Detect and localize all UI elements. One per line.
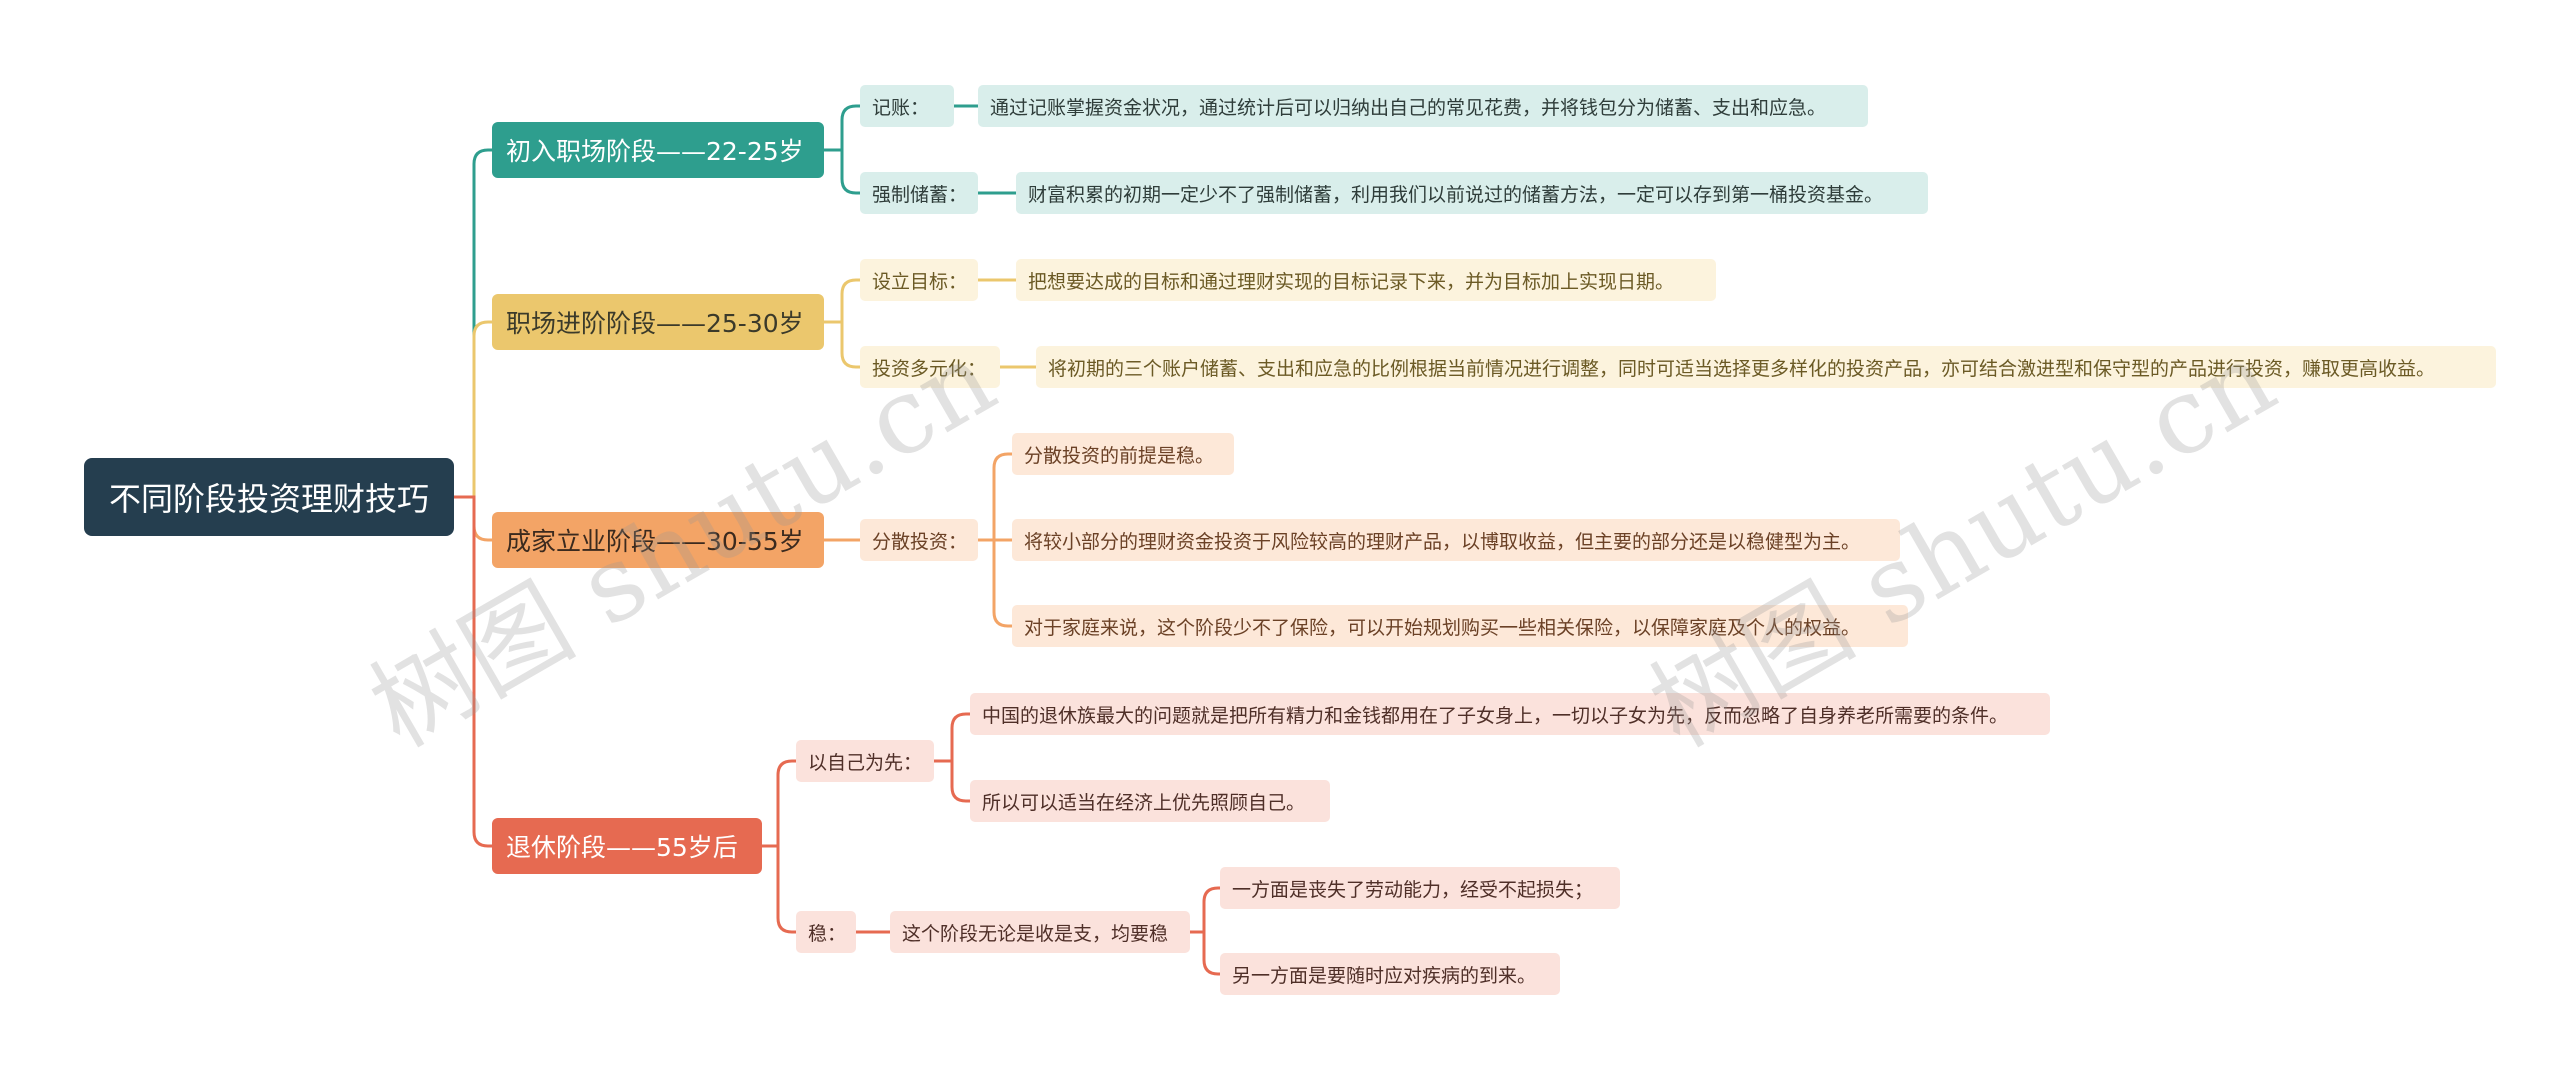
link-s3-d1 bbox=[976, 452, 1014, 542]
link-s4-d2 bbox=[932, 759, 972, 803]
stage-career-advance[interactable]: 职场进阶阶段——25-30岁 bbox=[492, 294, 824, 350]
item-diversified-investing[interactable]: 分散投资： bbox=[860, 519, 978, 561]
detail-diversified-2[interactable]: 将较小部分的理财资金投资于风险较高的理财产品，以博取收益，但主要的部分还是以稳健… bbox=[1012, 519, 1900, 561]
detail-set-goals[interactable]: 把想要达成的目标和通过理财实现的目标记录下来，并为目标加上实现日期。 bbox=[1016, 259, 1716, 301]
link-root-stage4 bbox=[452, 495, 494, 848]
detail-self-first-2[interactable]: 所以可以适当在经济上优先照顾自己。 bbox=[970, 780, 1330, 822]
detail-diversified-1[interactable]: 分散投资的前提是稳。 bbox=[1012, 433, 1234, 475]
detail-self-first-1[interactable]: 中国的退休族最大的问题就是把所有精力和金钱都用在了子女身上，一切以子女为先，反而… bbox=[970, 693, 2050, 735]
stage-early-career[interactable]: 初入职场阶段——22-25岁 bbox=[492, 122, 824, 178]
item-self-first[interactable]: 以自己为先： bbox=[796, 740, 934, 782]
link-s4-s2 bbox=[1188, 930, 1222, 976]
detail-diversify[interactable]: 将初期的三个账户储蓄、支出和应急的比例根据当前情况进行调整，同时可适当选择更多样… bbox=[1036, 346, 2496, 388]
root-topic[interactable]: 不同阶段投资理财技巧 bbox=[84, 458, 454, 536]
detail-bookkeeping[interactable]: 通过记账掌握资金状况，通过统计后可以归纳出自己的常见花费，并将钱包分为储蓄、支出… bbox=[978, 85, 1868, 127]
link-s2-i2 bbox=[822, 320, 862, 369]
link-s4-i2 bbox=[760, 844, 798, 934]
detail-diversified-3[interactable]: 对于家庭来说，这个阶段少不了保险，可以开始规划购买一些相关保险，以保障家庭及个人… bbox=[1012, 605, 1908, 647]
link-s4-d1 bbox=[932, 712, 972, 763]
link-s1-i1 bbox=[822, 104, 862, 152]
link-s2-i1 bbox=[822, 278, 862, 324]
sub-stable[interactable]: 这个阶段无论是收是支，均要稳 bbox=[890, 911, 1190, 953]
item-diversify[interactable]: 投资多元化： bbox=[860, 346, 1000, 388]
item-forced-saving[interactable]: 强制储蓄： bbox=[860, 172, 978, 214]
detail-stable-2[interactable]: 另一方面是要随时应对疾病的到来。 bbox=[1220, 953, 1560, 995]
stage-retirement[interactable]: 退休阶段——55岁后 bbox=[492, 818, 762, 874]
link-root-stage1 bbox=[452, 148, 494, 499]
item-stable[interactable]: 稳： bbox=[796, 911, 856, 953]
item-set-goals[interactable]: 设立目标： bbox=[860, 259, 978, 301]
detail-forced-saving[interactable]: 财富积累的初期一定少不了强制储蓄，利用我们以前说过的储蓄方法，一定可以存到第一桶… bbox=[1016, 172, 1928, 214]
stage-family[interactable]: 成家立业阶段——30-55岁 bbox=[492, 512, 824, 568]
item-bookkeeping[interactable]: 记账： bbox=[860, 85, 954, 127]
link-root-stage2 bbox=[452, 320, 494, 499]
link-s1-i2 bbox=[822, 148, 862, 195]
link-s4-i1 bbox=[760, 759, 798, 848]
link-s3-d3 bbox=[976, 538, 1014, 628]
detail-stable-1[interactable]: 一方面是丧失了劳动能力，经受不起损失； bbox=[1220, 867, 1620, 909]
link-s4-s1 bbox=[1188, 886, 1222, 934]
